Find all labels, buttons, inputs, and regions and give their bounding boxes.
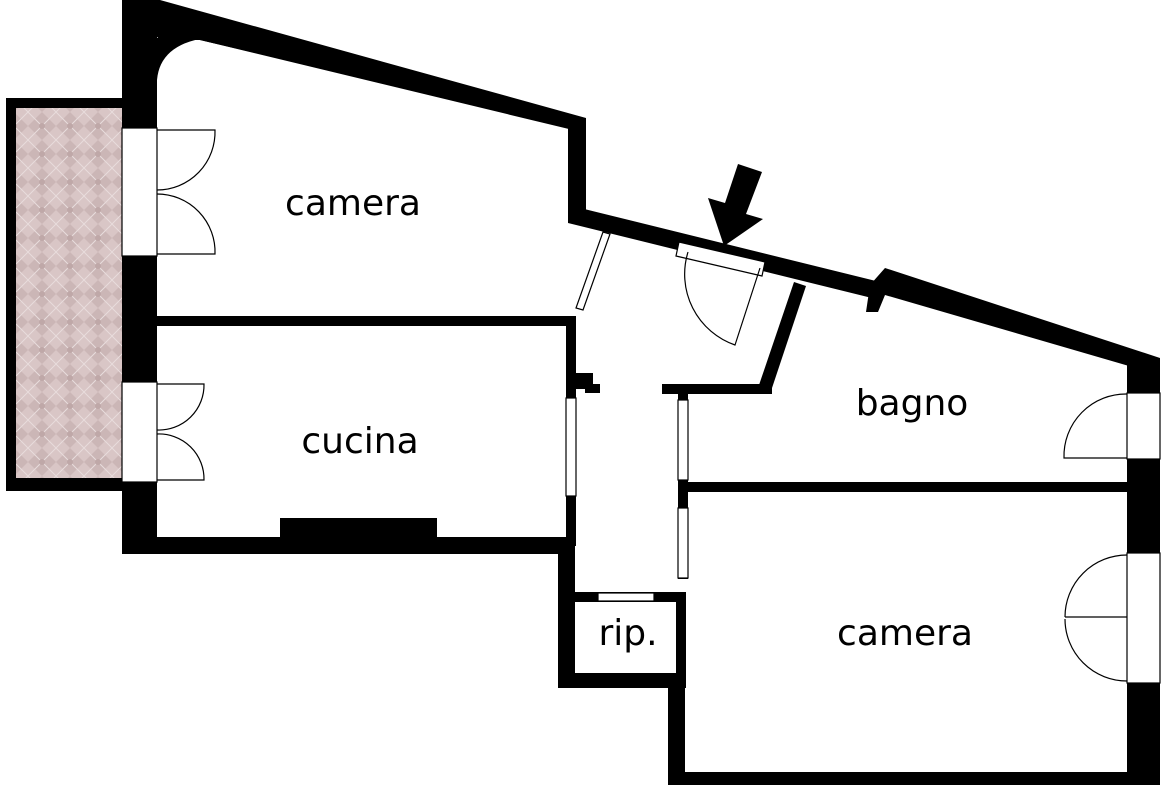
exterior-walls: [122, 0, 1160, 785]
corner-curve: [157, 38, 205, 80]
room-label-camera-top: camera: [285, 183, 421, 224]
arrow-down-icon: [708, 164, 763, 246]
room-label-bagno: bagno: [856, 383, 969, 424]
room-label-camera-bottom: camera: [837, 613, 973, 654]
balcony-doors: [121, 127, 216, 483]
room-label-cucina: cucina: [301, 421, 418, 462]
room-label-ripostiglio: rip.: [598, 613, 657, 654]
hall-openings: [565, 231, 689, 602]
right-windows: [1063, 392, 1161, 684]
balcony: [6, 98, 128, 491]
entrance-door: [675, 241, 766, 346]
